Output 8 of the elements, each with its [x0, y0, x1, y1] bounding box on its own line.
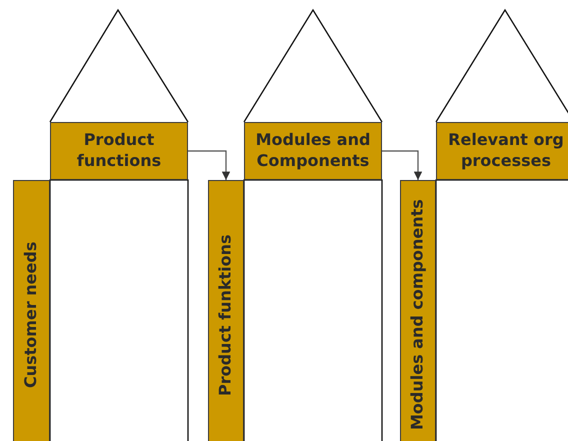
column-header-box: Relevant org processes	[436, 122, 568, 180]
column-header-box: Product functions	[50, 122, 188, 180]
row-header-bar: Modules and components	[400, 180, 436, 441]
row-header-bar: Product funktions	[208, 180, 244, 441]
arrow	[382, 150, 422, 180]
arrow	[188, 150, 230, 180]
column-header-box: Modules and Components	[244, 122, 382, 180]
row-header-bar: Customer needs	[13, 180, 50, 441]
